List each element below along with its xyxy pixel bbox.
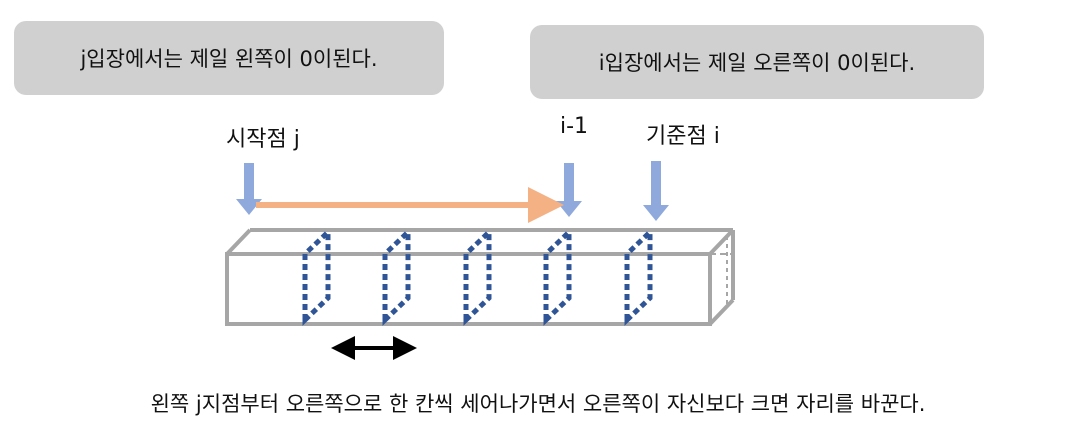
- down-arrow-icon: [556, 163, 582, 217]
- cell-divider: [543, 226, 572, 326]
- label-i-minus-1: i-1: [560, 114, 589, 139]
- callout-i-entry: i입장에서는 제일 오른쪽이 0이된다.: [530, 25, 984, 99]
- down-arrow-icon: [643, 161, 669, 221]
- cell-divider: [382, 226, 411, 326]
- cell-divider: [463, 226, 492, 326]
- callout-j-entry: j입장에서는 제일 왼쪽이 0이된다.: [14, 21, 444, 95]
- cell-divider: [624, 226, 653, 326]
- label-start-point: 시작점 j: [226, 127, 300, 152]
- caption: 왼쪽 j지점부터 오른쪽으로 한 칸씩 세어나가면서 오른쪽이 자신보다 크면 …: [150, 392, 926, 416]
- callout-j-text: j입장에서는 제일 왼쪽이 0이된다.: [80, 47, 378, 71]
- label-reference-point: 기준점 i: [646, 124, 720, 149]
- cell-divider: [302, 226, 331, 326]
- callout-i-text: i입장에서는 제일 오른쪽이 0이된다.: [598, 51, 916, 75]
- down-arrow-icon: [236, 163, 262, 215]
